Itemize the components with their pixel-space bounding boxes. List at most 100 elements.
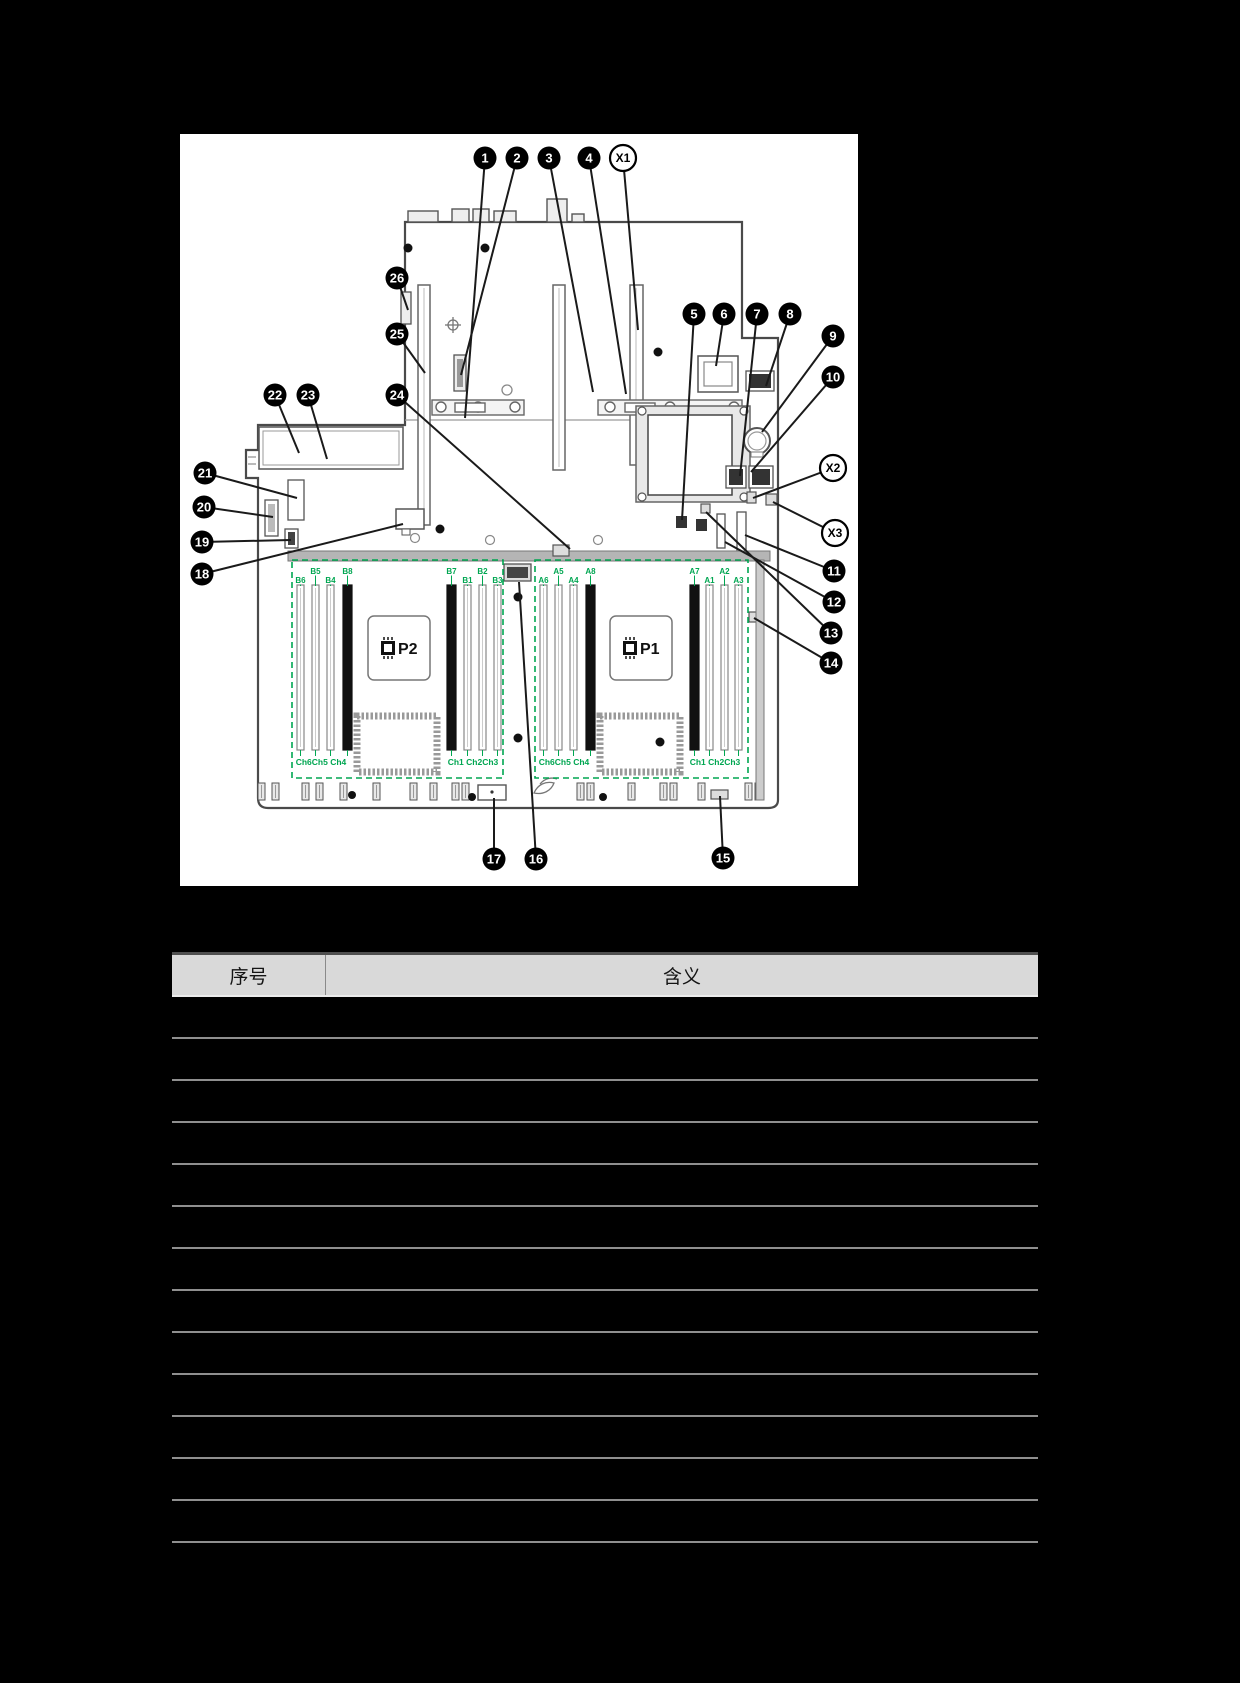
internal-usb-connector (395, 508, 425, 530)
callout-label: 20 (197, 500, 211, 515)
dimm-slot-B7 (446, 584, 457, 751)
callout-label: 11 (827, 564, 841, 579)
callout-12 (822, 590, 846, 614)
dimm-slot-label: B1 (462, 576, 473, 585)
leader-line-3 (548, 157, 594, 393)
callout-22 (263, 383, 287, 407)
callout-9 (821, 324, 845, 348)
leader-line-12 (724, 541, 835, 603)
dimm-slot-label: A1 (704, 576, 715, 585)
cell-number (172, 1123, 325, 1163)
connector-x3-target (765, 493, 778, 506)
dimm-channel-label: Ch1 Ch2Ch3 (448, 757, 499, 767)
dimm-slot-label: A6 (538, 576, 549, 585)
leader-line-2 (460, 157, 518, 376)
callout-label: 26 (390, 271, 404, 286)
cell-number (172, 1249, 325, 1289)
header-cell-number: 序号 (229, 966, 268, 988)
dimm-slot-A7 (689, 584, 700, 751)
leader-lines (201, 157, 836, 860)
legend-table-row-9 (172, 1333, 1038, 1375)
callout-label: 7 (753, 307, 760, 322)
cell-number (172, 1207, 325, 1247)
cell-meaning (326, 1375, 1038, 1415)
callout-label: X1 (616, 151, 631, 165)
callout-24 (385, 383, 409, 407)
callout-label: 15 (716, 851, 730, 866)
dimm-slot-label: A7 (689, 567, 700, 576)
callout-8 (778, 302, 802, 326)
dimm-slot-A8 (585, 584, 596, 751)
cell-meaning (326, 1123, 1038, 1163)
cell-number (172, 1417, 325, 1457)
legend-table-header: 序号 含义 (172, 952, 1038, 997)
cell-meaning (326, 1165, 1038, 1205)
callout-label: 19 (195, 535, 209, 550)
right-guide-rail (755, 559, 765, 801)
callout-7 (745, 302, 769, 326)
leader-line-18 (201, 523, 404, 575)
leader-line-19 (201, 539, 292, 543)
connector-21-target (287, 479, 305, 521)
cell-meaning (326, 997, 1038, 1037)
leader-line-1 (464, 157, 486, 419)
cpu-label: P1 (640, 641, 660, 658)
callout-16 (524, 847, 548, 871)
legend-table-row-11 (172, 1417, 1038, 1459)
connector-24-target (552, 544, 570, 557)
leader-line-X2 (752, 467, 834, 499)
cell-number (172, 1081, 325, 1121)
cpu-socket-P1 (609, 615, 673, 681)
motherboard-diagram: ++ (180, 134, 858, 886)
cell-number (172, 1333, 325, 1373)
leader-line-4 (588, 157, 627, 395)
leader-line-24 (396, 394, 571, 550)
cell-number (172, 1375, 325, 1415)
callout-26 (385, 266, 409, 290)
dimm-slot-label: B6 (295, 576, 306, 585)
dimm-channel-label: Ch6Ch5 Ch4 (539, 757, 590, 767)
legend-table-row-8 (172, 1291, 1038, 1333)
legend-table-row-3 (172, 1081, 1038, 1123)
callout-label: 1 (481, 151, 488, 166)
callout-label: 4 (585, 151, 593, 166)
callout-label: X3 (828, 526, 843, 540)
screw-holes (348, 243, 665, 801)
callout-5 (682, 302, 706, 326)
cell-meaning (326, 1207, 1038, 1247)
cell-number (172, 1165, 325, 1205)
callout-17 (482, 847, 506, 871)
cell-number (172, 1039, 325, 1079)
callout-label: 13 (824, 626, 838, 641)
callout-20 (192, 495, 216, 519)
callout-label: 21 (198, 466, 212, 481)
connector-13-target (700, 503, 711, 514)
dimm-slot-label: A2 (719, 567, 730, 576)
connector-5-target-b (696, 519, 707, 531)
legend-table-body (172, 997, 1038, 1543)
callout-label: X2 (826, 461, 841, 475)
leader-line-X1 (622, 157, 639, 331)
callout-3 (537, 146, 561, 170)
callout-label: 6 (720, 307, 727, 322)
callout-2 (505, 146, 529, 170)
cell-meaning (326, 1459, 1038, 1499)
callout-label: 5 (690, 307, 697, 322)
dimm-slot-label: B3 (492, 576, 503, 585)
callout-13 (819, 621, 843, 645)
callout-label: 23 (301, 388, 315, 403)
left-connector-block (248, 426, 404, 549)
legend-table-row-2 (172, 1039, 1038, 1081)
callout-19 (190, 530, 214, 554)
dimm-channel-label: Ch6Ch5 Ch4 (296, 757, 347, 767)
legend-table-row-7 (172, 1249, 1038, 1291)
callout-25 (385, 322, 409, 346)
dimm-slot-label: B4 (325, 576, 336, 585)
legend-table: 序号 含义 (172, 952, 1038, 1543)
riser-slots (417, 284, 644, 526)
callout-4 (577, 146, 601, 170)
dimm-slot-label: A8 (585, 567, 596, 576)
connector-26-target (400, 291, 412, 325)
